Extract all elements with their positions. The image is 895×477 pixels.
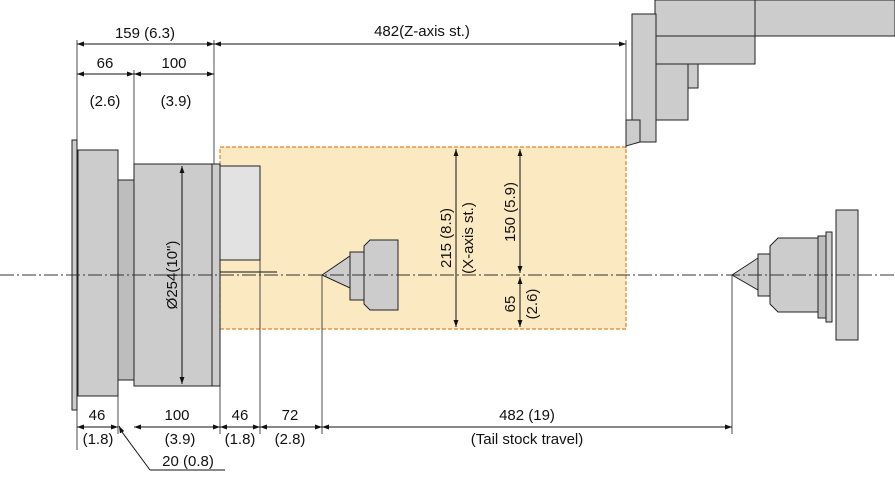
dim-chuck-mm: 100 bbox=[164, 407, 189, 424]
dim-overall: 159 (6.3) bbox=[115, 25, 175, 42]
chuck-jaw bbox=[219, 165, 261, 261]
dim-chuck-flange-in: (2.6) bbox=[90, 93, 121, 110]
dim-chuck-body-in: (3.9) bbox=[161, 93, 192, 110]
dim-jaw-in: (1.8) bbox=[225, 431, 256, 448]
dim-chuck-in: (3.9) bbox=[165, 431, 196, 448]
dim-x-axis-label: (X-axis st.) bbox=[460, 202, 477, 274]
dim-x-axis-stroke: 215 (8.5) bbox=[438, 208, 455, 268]
dim-step: 20 (0.8) bbox=[162, 453, 214, 470]
dim-flange-in: (1.8) bbox=[83, 431, 114, 448]
dim-chuck-body-mm: 100 bbox=[161, 55, 186, 72]
dim-jaw-mm: 46 bbox=[232, 407, 249, 424]
dim-chuck-diameter: Ø254(10") bbox=[164, 241, 181, 310]
dim-tailstock-label: (Tail stock travel) bbox=[471, 431, 584, 448]
turret bbox=[625, 0, 895, 147]
dim-upper-travel: 150 (5.9) bbox=[502, 182, 519, 242]
dim-lower-travel-mm: 65 bbox=[502, 296, 519, 313]
dim-gap-in: (2.8) bbox=[275, 431, 306, 448]
dim-tailstock-mm: 482 (19) bbox=[499, 407, 555, 424]
dim-flange-mm: 46 bbox=[89, 407, 106, 424]
dim-gap-mm: 72 bbox=[282, 407, 299, 424]
dim-chuck-flange-mm: 66 bbox=[97, 55, 114, 72]
dim-step-leader bbox=[121, 431, 151, 471]
dim-lower-travel-in: (2.6) bbox=[524, 289, 541, 320]
dim-z-axis-stroke: 482(Z-axis st.) bbox=[374, 23, 470, 40]
working-area bbox=[219, 146, 627, 330]
